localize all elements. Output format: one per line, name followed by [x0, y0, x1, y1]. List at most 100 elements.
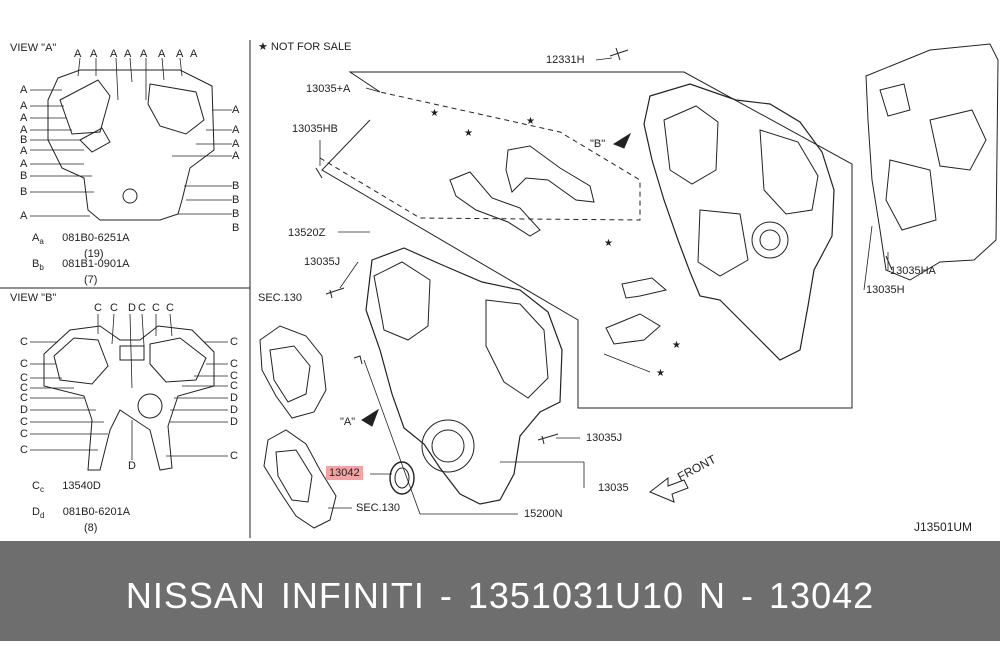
dashed-frame — [319, 91, 641, 221]
view-b-legend-d: Dd 081B0-6201A (8) — [32, 506, 131, 535]
front-arrow — [649, 476, 689, 503]
front-oil-seal-boss — [421, 419, 475, 473]
exploded-frame — [321, 71, 853, 409]
view-label-letter: A — [20, 210, 28, 222]
view-label-letter: A — [20, 100, 28, 112]
view-b-left-port — [53, 337, 109, 385]
view-label-letter: C — [166, 302, 174, 314]
callout-13520z: 13520Z — [288, 227, 326, 239]
view-label-letter: B — [20, 186, 28, 198]
view-label-letter: A — [190, 48, 198, 60]
not-for-sale-note: ★ NOT FOR SALE — [258, 41, 352, 53]
view-label-letter: D — [230, 392, 238, 404]
view-label-letter: C — [230, 336, 238, 348]
view-label-letter: A — [124, 48, 132, 60]
view-label-letter: C — [20, 428, 28, 440]
back-cover-plate — [643, 83, 835, 361]
view-a-legend-a: Aa 081B0-6251A (19) — [32, 232, 130, 261]
sec130-upper-part — [259, 325, 327, 419]
view-label-letter: C — [20, 392, 28, 404]
view-b-center-box — [119, 345, 145, 361]
view-label-letter: A — [20, 145, 28, 157]
view-a-right-port — [147, 83, 205, 135]
front-cover-window-left — [373, 261, 431, 341]
view-label-letter: B — [20, 170, 28, 182]
view-a-cover-outline — [47, 69, 215, 221]
view-label-letter: A — [90, 48, 98, 60]
view-label-letter: A — [74, 48, 82, 60]
callout-13035hb: 13035HB — [292, 123, 338, 135]
view-b-right-port — [149, 337, 207, 383]
star-mark: ★ — [604, 238, 613, 249]
view-label-letter: C — [20, 416, 28, 428]
view-label-letter: A — [232, 138, 240, 150]
oil-seal-inner — [394, 467, 410, 489]
view-label-letter: B — [232, 194, 240, 206]
view-label-letter: B — [232, 180, 240, 192]
front-cover-window-right — [485, 299, 549, 399]
view-b-hole — [137, 393, 163, 419]
view-label-letter: C — [94, 302, 102, 314]
star-mark: ★ — [526, 116, 535, 127]
star-mark: ★ — [656, 368, 665, 379]
bracket — [621, 277, 668, 299]
callout-13035: 13035 — [598, 482, 629, 494]
callout-13035ha: 13035HA — [890, 265, 936, 277]
view-a-hole — [122, 188, 138, 204]
view-label-letter: B — [20, 134, 28, 146]
sec130-lower-part — [263, 429, 337, 529]
view-label-letter: C — [152, 302, 160, 314]
callout-13035j-top: 13035J — [304, 256, 341, 268]
view-label-letter: D — [128, 302, 136, 314]
view-label-letter: C — [20, 382, 28, 394]
view-label-letter: A — [158, 48, 166, 60]
view-label-letter: A — [232, 150, 240, 162]
back-cover-window-right — [759, 129, 819, 215]
view-b-legend-c: Cc 13540D — [32, 480, 101, 495]
bracket — [605, 313, 661, 345]
view-label-letter: C — [230, 358, 238, 370]
star-mark: ★ — [430, 108, 439, 119]
callout-13042: 13042 — [326, 466, 363, 480]
back-cover-window-left — [663, 105, 719, 185]
front-oil-seal-boss-inner — [431, 429, 465, 463]
view-label-letter: B — [232, 222, 240, 234]
star-mark: ★ — [464, 128, 473, 139]
star-mark: ★ — [672, 340, 681, 351]
callout-12331h: 12331H — [546, 54, 585, 66]
diagram-code: J13501UM — [914, 520, 973, 534]
view-label-letter: D — [230, 404, 238, 416]
view-a-title: VIEW "A" — [10, 42, 57, 54]
view-label-letter: C — [138, 302, 146, 314]
view-label-letter: A — [20, 84, 28, 96]
view-label-letter: A — [140, 48, 148, 60]
callout-15200n: 15200N — [524, 508, 563, 520]
callout-sec130-bottom: SEC.130 — [356, 502, 401, 514]
view-label-letter: D — [20, 404, 28, 416]
engine-block — [865, 43, 999, 281]
view-label-letter: C — [20, 358, 28, 370]
view-label-letter: A — [176, 48, 184, 60]
view-a-legend-b: Bb 081B1-0901A (7) — [32, 258, 130, 287]
view-b-bottom-label: D — [128, 460, 136, 472]
callout-sec130-top: SEC.130 — [258, 292, 303, 304]
view-label-letter: A — [20, 124, 28, 136]
back-cover-hole — [751, 221, 789, 259]
view-label-letter: C — [230, 450, 238, 462]
bracket — [505, 145, 595, 203]
callout-13035j-right: 13035J — [586, 432, 623, 444]
view-label-letter: C — [20, 444, 28, 456]
view-label-letter: D — [230, 416, 238, 428]
front-timing-cover — [365, 247, 563, 505]
view-b-reference: "B" — [590, 138, 606, 150]
view-a-reference: "A" — [340, 416, 356, 428]
bracket — [449, 171, 541, 237]
view-label-letter: A — [110, 48, 118, 60]
callout-13035h: 13035H — [866, 284, 905, 296]
part-number-banner: NISSAN INFINITI - 1351031U10 N - 13042 — [0, 541, 1000, 641]
view-a-left-port — [59, 79, 111, 135]
view-label-letter: A — [232, 124, 240, 136]
callout-13035a: 13035+A — [306, 83, 351, 95]
view-a-center-port — [79, 127, 111, 153]
view-b-cover-outline — [43, 325, 215, 471]
